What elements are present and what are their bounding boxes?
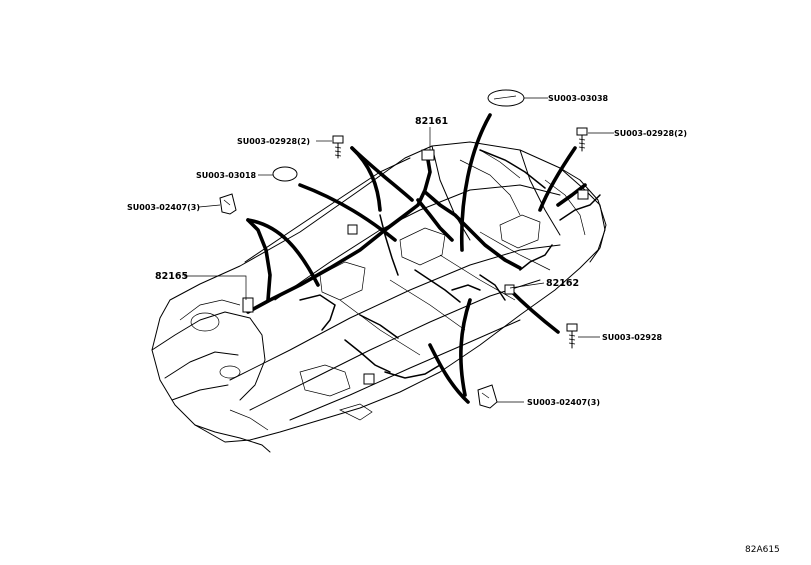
callout-grommet-top: SU003-03038 [548,94,609,103]
vehicle-body-illustration [151,141,607,453]
bolt-icon [332,135,344,159]
grommet-icon [272,166,298,182]
callout-clamp-left: SU003-02407(3) [127,203,200,212]
grommet-icon [487,89,525,107]
parts-icons [219,89,588,409]
callout-grommet-left: SU003-03018 [196,171,257,180]
part-number-82165: 82165 [155,271,188,282]
callout-bolt-top-left: SU003-02928(2) [237,137,310,146]
callout-clamp-right: SU003-02407(3) [527,398,600,407]
clamp-icon [219,193,237,215]
wire-harness-assembly [242,113,601,404]
illustration-code: 82A615 [745,545,780,555]
part-number-82161: 82161 [415,116,448,127]
bolt-icon [566,323,578,349]
leader-lines [184,97,614,403]
callout-bolt-right: SU003-02928 [602,333,663,342]
bolt-icon [576,127,588,152]
callout-labels: SU003-03038 SU003-02928(2) SU003-02928(2… [127,94,780,555]
part-number-82162: 82162 [546,278,579,289]
clamp-icon [477,384,498,409]
callout-bolt-top-right: SU003-02928(2) [614,129,687,138]
